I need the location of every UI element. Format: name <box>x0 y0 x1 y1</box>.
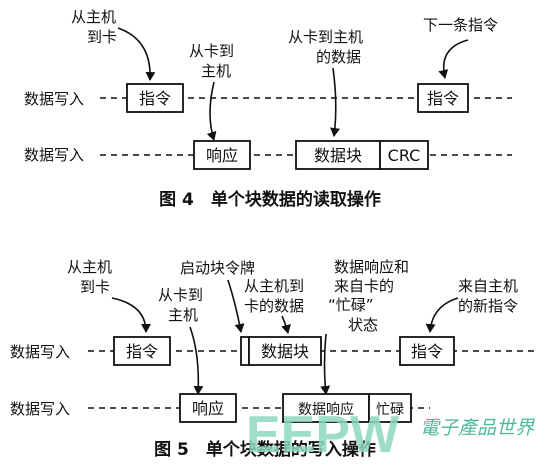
fig4-annot-next-command: 下一条指令 <box>423 16 498 34</box>
fig5-command-label-2: 指令 <box>411 342 443 361</box>
fig5-annot-card-to-host-2: 主机 <box>168 306 198 324</box>
fig4-annot-card-to-host-1: 从卡到 <box>189 42 234 60</box>
figure-4: 从主机 到卡 从卡到 主机 从卡到主机 的数据 下一条指令 数据写入 数据写入 … <box>24 8 512 210</box>
fig5-arrow-data-response <box>320 333 331 395</box>
fig4-response-box <box>193 140 251 170</box>
fig5-annot-start-token: 启动块令牌 <box>180 259 255 277</box>
fig5-command-box-1 <box>113 336 171 366</box>
fig5-row2-label: 数据写入 <box>10 400 70 418</box>
fig4-row1-label: 数据写入 <box>24 90 84 108</box>
fig5-busy-label: 忙碌 <box>376 402 404 418</box>
fig5-arrow-new-command <box>425 297 459 333</box>
fig5-annot-host-to-card-data-2: 卡的数据 <box>244 297 304 315</box>
fig5-response-label: 响应 <box>192 399 224 418</box>
fig4-caption: 图 4 单个块数据的读取操作 <box>159 189 381 210</box>
fig4-arrow-next-command <box>438 39 469 79</box>
fig5-response-box <box>179 393 237 423</box>
fig4-data-block-box <box>295 140 381 170</box>
eepw-logo: EEPW <box>246 406 400 464</box>
fig5-data-block-box <box>248 336 322 366</box>
fig4-command-box-2 <box>417 83 469 113</box>
fig4-annot-card-to-host-2: 主机 <box>201 62 231 80</box>
fig4-annot-host-to-card-1: 从主机 <box>71 8 116 26</box>
fig5-annot-new-command-2: 的新指令 <box>458 297 518 315</box>
fig5-annot-host-to-card-data-1: 从主机到 <box>244 277 304 295</box>
fig5-arrow-card-to-host <box>189 326 204 395</box>
fig5-caption: 图 5 单个块数据的写入操作 <box>154 439 376 460</box>
fig4-command-label-2: 指令 <box>427 89 459 108</box>
fig5-annot-data-response-3: “忙碌” <box>328 296 374 314</box>
fig5-annot-host-to-card-1: 从主机 <box>67 258 112 276</box>
fig4-command-label-1: 指令 <box>139 89 171 108</box>
fig4-row2-label: 数据写入 <box>24 146 84 164</box>
fig4-data-block-label: 数据块 <box>314 146 362 165</box>
fig4-arrow-card-to-host <box>206 81 217 141</box>
fig5-data-block-label: 数据块 <box>261 342 309 361</box>
fig5-command-box-2 <box>399 336 455 366</box>
fig5-annot-card-to-host-1: 从卡到 <box>158 286 203 304</box>
fig5-arrow-host-to-card <box>111 297 151 333</box>
fig5-arrow-host-data <box>281 315 291 334</box>
watermark-text: 電子產品世界 <box>420 417 535 439</box>
fig5-busy-box <box>368 393 412 423</box>
fig4-annot-card-to-host-data-1: 从卡到主机 <box>288 28 363 46</box>
fig5-annot-data-response-4: 状态 <box>348 316 378 334</box>
eepw-watermark: EEPW 電子產品世界 <box>246 406 535 464</box>
figure-5: 从主机 到卡 从卡到 主机 启动块令牌 从主机到 卡的数据 数据响应和 来自卡的… <box>10 258 538 460</box>
fig5-data-response-box <box>282 393 370 423</box>
fig4-annot-host-to-card-2: 到卡 <box>87 28 117 46</box>
fig5-arrow-start-token <box>227 279 245 333</box>
fig5-annot-data-response-2: 来自卡的 <box>334 277 394 295</box>
fig5-start-token-box <box>240 336 250 366</box>
fig5-row1-label: 数据写入 <box>10 343 70 361</box>
fig5-annot-host-to-card-2: 到卡 <box>80 278 110 296</box>
fig4-crc-label: CRC <box>388 146 421 165</box>
fig4-annot-card-to-host-data-2: 的数据 <box>316 48 361 66</box>
fig4-arrow-data <box>330 67 340 137</box>
fig5-annot-data-response-1: 数据响应和 <box>334 258 409 276</box>
fig4-crc-box <box>379 140 429 170</box>
fig4-command-box-1 <box>126 83 184 113</box>
fig4-arrow-host-to-card <box>117 27 156 81</box>
fig5-data-response-label: 数据响应 <box>298 401 354 418</box>
fig5-annot-new-command-1: 来自主机 <box>458 277 518 295</box>
fig4-response-label: 响应 <box>206 146 238 165</box>
fig5-command-label-1: 指令 <box>126 342 158 361</box>
